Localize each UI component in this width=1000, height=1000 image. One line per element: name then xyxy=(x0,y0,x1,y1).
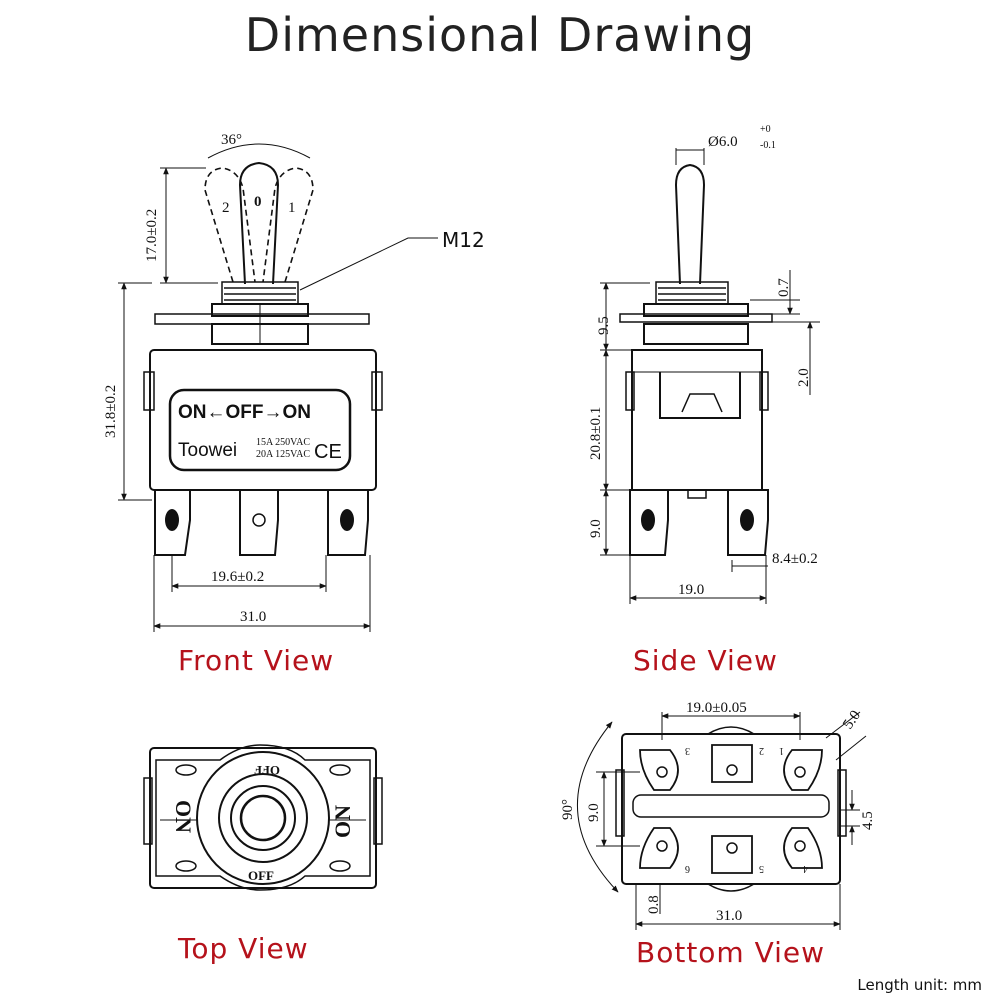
rating-2: 20A 125VAC xyxy=(256,449,310,460)
pos-label-2: 2 xyxy=(222,200,230,216)
top-on-right-label: ON xyxy=(330,805,355,838)
side-view-label: Side View xyxy=(633,644,778,677)
pin-3: 3 xyxy=(685,745,690,756)
bottom-pitch-y-label: 9.0 xyxy=(586,803,602,822)
front-lever-positions xyxy=(204,167,314,283)
bottom-pins xyxy=(639,744,823,874)
top-off-bottom-label: OFF xyxy=(248,868,274,883)
rating-1: 15A 250VAC xyxy=(256,437,310,448)
side-plate-label: 2.0 xyxy=(796,368,812,387)
bottom-pin-w-label: 5.0 xyxy=(840,708,864,733)
front-pitch-label: 19.6±0.2 xyxy=(211,569,264,585)
front-lever xyxy=(238,161,280,285)
bottom-angle-label: 90° xyxy=(560,799,576,820)
pin-5: 5 xyxy=(759,863,764,874)
front-width-label: 31.0 xyxy=(240,609,266,625)
thread-label: M12 xyxy=(442,228,485,252)
front-view-label: Front View xyxy=(178,644,334,677)
side-bushing-label: 9.5 xyxy=(596,316,612,335)
front-body-height-label: 31.8±0.2 xyxy=(103,385,119,438)
pin-6: 6 xyxy=(685,863,690,874)
ce-mark: CE xyxy=(314,441,342,463)
front-handle-height-label: 17.0±0.2 xyxy=(144,209,160,262)
top-on-left-label: ON xyxy=(171,800,196,833)
brand-label: Toowei xyxy=(178,440,237,461)
front-label-plate xyxy=(168,388,352,472)
side-terminal-label: 9.0 xyxy=(588,519,604,538)
front-angle-label: 36° xyxy=(221,132,242,148)
pin-4: 4 xyxy=(803,863,808,874)
bottom-pin-h-label: 4.5 xyxy=(860,811,876,830)
unit-note: Length unit: mm xyxy=(857,976,982,994)
pos-label-0: 0 xyxy=(254,194,262,210)
side-lever-tol-upper: +0 xyxy=(760,124,771,135)
top-off-top-label: OFF xyxy=(254,763,280,778)
side-lever-tol-lower: -0.1 xyxy=(760,140,776,151)
bottom-offset-label: 0.8 xyxy=(646,895,662,914)
bottom-view-label: Bottom View xyxy=(636,936,825,969)
front-view xyxy=(118,143,438,632)
top-view xyxy=(143,744,383,891)
side-width-label: 19.0 xyxy=(678,582,704,598)
side-body xyxy=(631,349,763,491)
side-nut-label: 0.7 xyxy=(776,278,792,297)
side-body-height-label: 20.8±0.1 xyxy=(588,407,604,460)
side-terminal-width-label: 8.4±0.2 xyxy=(772,551,818,567)
front-terminals xyxy=(154,489,369,556)
pin-1: 1 xyxy=(779,745,784,756)
bottom-view xyxy=(576,711,867,930)
page-title: Dimensional Drawing xyxy=(244,8,756,62)
pin-2: 2 xyxy=(759,745,764,756)
side-lever xyxy=(674,163,706,285)
pos-label-1: 1 xyxy=(288,200,296,216)
top-view-label: Top View xyxy=(177,932,309,965)
front-thread xyxy=(221,281,299,305)
bottom-width-label: 31.0 xyxy=(716,908,742,924)
front-plate-text: ON←OFF→ON xyxy=(178,402,311,423)
side-view xyxy=(600,148,820,604)
bottom-pitch-x-label: 19.0±0.05 xyxy=(686,700,747,716)
side-lever-dia-label: Ø6.0 xyxy=(708,134,738,150)
